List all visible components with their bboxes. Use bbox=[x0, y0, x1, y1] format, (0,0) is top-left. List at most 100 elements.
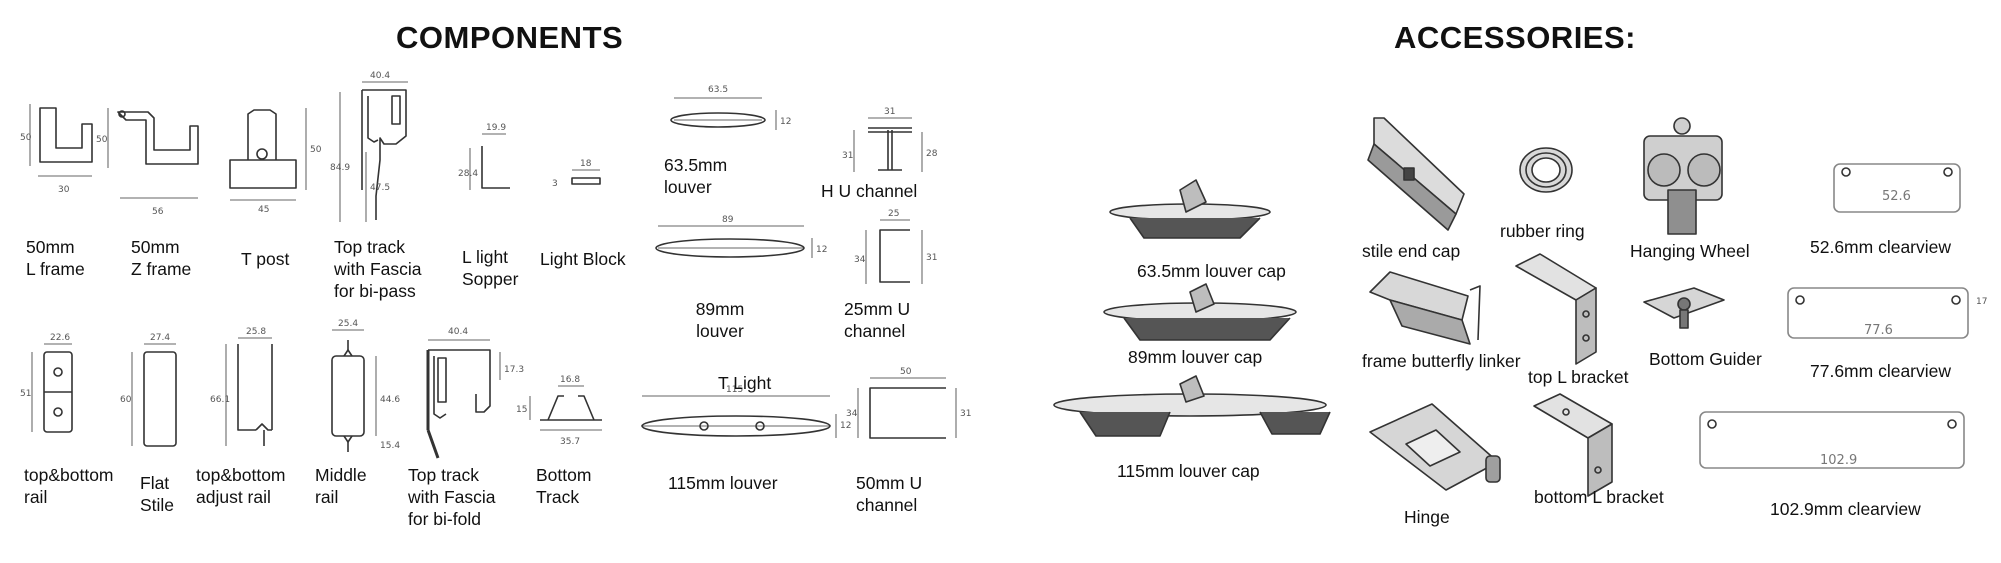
bottom-track-profile: 16.8 35.7 15 bbox=[516, 375, 602, 447]
svg-text:31: 31 bbox=[842, 151, 853, 161]
label-hinge: Hinge bbox=[1404, 507, 1450, 527]
label-louver-cap-89: 89mm louver cap bbox=[1128, 347, 1263, 367]
label-adjust-rail: top&bottom adjust rail bbox=[196, 465, 286, 507]
label-rubber-ring: rubber ring bbox=[1500, 221, 1585, 241]
svg-text:31: 31 bbox=[926, 253, 937, 263]
svg-text:50: 50 bbox=[20, 133, 32, 143]
label-clearview-52: 52.6mm clearview bbox=[1810, 237, 1952, 257]
label-clearview-102: 102.9mm clearview bbox=[1770, 499, 1921, 519]
clearview-77-drawing: 77.6 17 bbox=[1787, 287, 1987, 339]
svg-text:12: 12 bbox=[840, 421, 851, 431]
louver-cap-63-illustration bbox=[1109, 179, 1271, 239]
svg-text:66.1: 66.1 bbox=[210, 395, 230, 405]
svg-text:47.5: 47.5 bbox=[370, 183, 390, 193]
clearview-102-drawing: 102.9 bbox=[1699, 411, 1965, 469]
svg-text:25: 25 bbox=[888, 209, 899, 219]
svg-text:89: 89 bbox=[722, 215, 734, 225]
svg-text:12: 12 bbox=[780, 117, 791, 127]
label-hanging-wheel: Hanging Wheel bbox=[1630, 241, 1750, 261]
svg-text:31: 31 bbox=[884, 107, 895, 117]
svg-text:31: 31 bbox=[960, 409, 971, 419]
top-bottom-rail-profile: 22.6 51 bbox=[20, 333, 73, 433]
t-post-profile: 50 45 bbox=[229, 108, 322, 215]
louver-89-profile: 89 12 bbox=[655, 215, 827, 258]
l-light-stopper-profile: 19.9 28.4 bbox=[458, 123, 510, 190]
label-flat-stile: Flat Stile bbox=[140, 473, 175, 515]
accessories-heading: ACCESSORIES: bbox=[1394, 20, 1636, 55]
label-u-channel-25: 25mm U channel bbox=[844, 299, 911, 341]
svg-text:34: 34 bbox=[846, 409, 858, 419]
label-l-frame: 50mm L frame bbox=[26, 237, 85, 279]
svg-text:27.4: 27.4 bbox=[150, 333, 170, 343]
svg-text:16.8: 16.8 bbox=[560, 375, 580, 385]
label-u-channel-50: 50mm U channel bbox=[856, 473, 923, 515]
label-louver-89: 89mm louver bbox=[695, 299, 745, 341]
top-track-bipass-profile: 40.4 84.9 47.5 bbox=[330, 71, 408, 222]
middle-rail-profile: 25.4 44.6 15.4 bbox=[331, 319, 400, 452]
svg-text:22.6: 22.6 bbox=[50, 333, 70, 343]
svg-text:28: 28 bbox=[926, 149, 938, 159]
flat-stile-profile: 27.4 60 bbox=[120, 333, 177, 447]
label-top-bottom-rail: top&bottom rail bbox=[24, 465, 114, 507]
label-clearview-77: 77.6mm clearview bbox=[1810, 361, 1952, 381]
svg-text:34: 34 bbox=[854, 255, 866, 265]
bottom-guider-illustration bbox=[1643, 287, 1725, 329]
hinge-illustration bbox=[1369, 403, 1501, 491]
louver-115-profile: 115 12 bbox=[641, 385, 851, 438]
label-z-frame: 50mm Z frame bbox=[131, 237, 192, 279]
label-top-track-bipass: Top track with Fascia for bi-pass bbox=[334, 237, 422, 301]
frame-butterfly-linker-illustration bbox=[1369, 271, 1481, 345]
label-top-l-bracket: top L bracket bbox=[1528, 367, 1629, 387]
louver-63-profile: 63.5 12 bbox=[670, 85, 791, 130]
svg-text:15: 15 bbox=[516, 405, 527, 415]
svg-text:102.9: 102.9 bbox=[1820, 453, 1857, 468]
label-h-u-channel: H U channel bbox=[821, 181, 918, 201]
components-heading: COMPONENTS bbox=[396, 20, 624, 55]
top-track-bifold-profile: 40.4 17.3 bbox=[426, 327, 524, 459]
svg-text:45: 45 bbox=[258, 205, 269, 215]
svg-text:17: 17 bbox=[1976, 297, 1987, 307]
adjust-rail-profile: 25.8 66.1 bbox=[210, 327, 273, 446]
louver-cap-89-illustration bbox=[1103, 283, 1297, 341]
svg-text:44.6: 44.6 bbox=[380, 395, 400, 405]
svg-text:56: 56 bbox=[152, 207, 164, 217]
hanging-wheel-illustration bbox=[1643, 117, 1723, 235]
label-louver-115: 115mm louver bbox=[668, 473, 778, 493]
svg-text:63.5: 63.5 bbox=[708, 85, 728, 95]
rubber-ring-illustration bbox=[1519, 147, 1573, 193]
label-bottom-l-bracket: bottom L bracket bbox=[1534, 487, 1664, 507]
label-bottom-guider: Bottom Guider bbox=[1649, 349, 1762, 369]
svg-text:17.3: 17.3 bbox=[504, 365, 524, 375]
svg-text:25.4: 25.4 bbox=[338, 319, 358, 329]
label-louver-63: 63.5mm louver bbox=[664, 155, 728, 197]
svg-text:3: 3 bbox=[552, 179, 558, 189]
label-light-block: Light Block bbox=[540, 249, 626, 269]
label-t-post: T post bbox=[241, 249, 290, 269]
svg-text:40.4: 40.4 bbox=[448, 327, 468, 337]
svg-text:50: 50 bbox=[310, 145, 322, 155]
svg-text:28.4: 28.4 bbox=[458, 169, 478, 179]
label-t-light: T Light bbox=[718, 373, 772, 393]
top-l-bracket-illustration bbox=[1515, 253, 1597, 365]
label-louver-cap-63: 63.5mm louver cap bbox=[1137, 261, 1286, 281]
label-bottom-track: Bottom Track bbox=[536, 465, 592, 507]
svg-text:35.7: 35.7 bbox=[560, 437, 580, 447]
svg-text:19.9: 19.9 bbox=[486, 123, 506, 133]
louver-cap-115-illustration bbox=[1053, 375, 1331, 437]
label-stile-end-cap: stile end cap bbox=[1362, 241, 1461, 261]
svg-text:52.6: 52.6 bbox=[1882, 189, 1911, 204]
h-u-channel-profile: 31 31 28 bbox=[842, 107, 938, 172]
svg-text:30: 30 bbox=[58, 185, 70, 195]
clearview-52-drawing: 52.6 bbox=[1833, 163, 1961, 213]
svg-text:18: 18 bbox=[580, 159, 592, 169]
label-top-track-bifold: Top track with Fascia for bi-fold bbox=[408, 465, 496, 529]
u-channel-25-profile: 25 34 31 bbox=[854, 209, 937, 284]
l-frame-profile: 50 30 bbox=[20, 104, 93, 195]
bottom-l-bracket-illustration bbox=[1533, 393, 1613, 497]
light-block-profile: 18 3 bbox=[552, 159, 601, 189]
svg-text:50: 50 bbox=[900, 367, 912, 377]
label-l-light-stopper: L light Sopper bbox=[462, 247, 519, 289]
svg-text:15.4: 15.4 bbox=[380, 441, 400, 451]
svg-text:84.9: 84.9 bbox=[330, 163, 350, 173]
